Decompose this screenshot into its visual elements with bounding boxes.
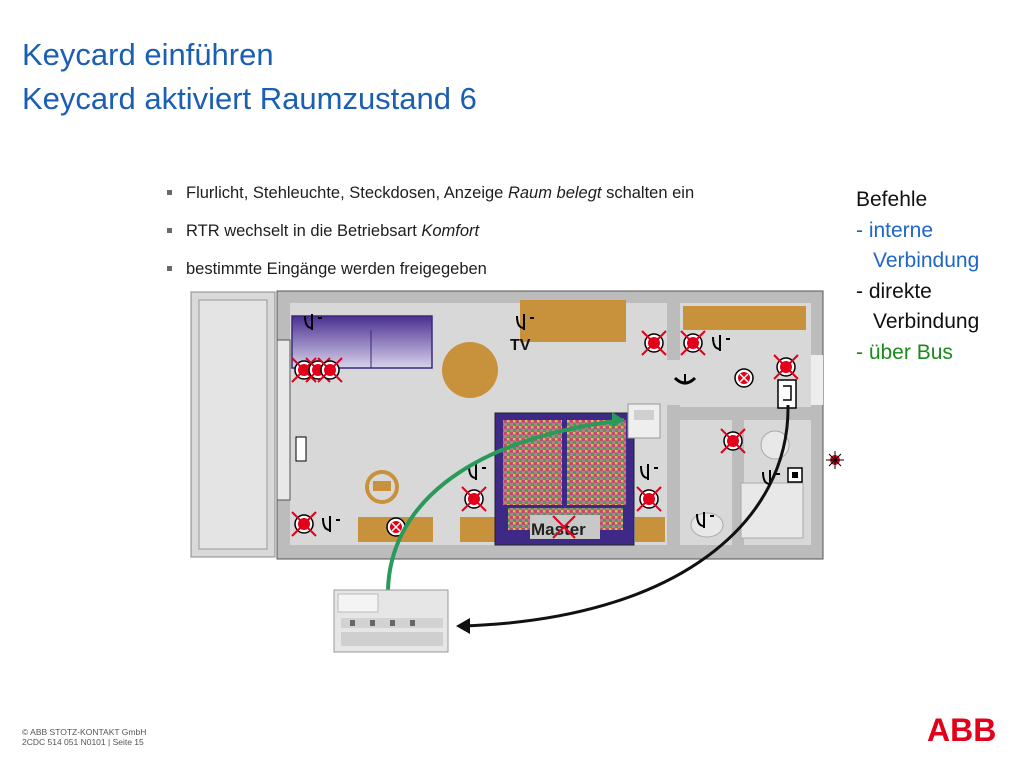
room-thermostat <box>627 403 661 439</box>
bed-blanket-right <box>567 420 626 505</box>
bullet-square-icon <box>167 266 172 271</box>
lamp-icon <box>291 511 317 537</box>
bus-arrowhead <box>612 412 624 428</box>
entrance-door <box>811 355 823 405</box>
window <box>276 339 291 501</box>
tv-cabinet <box>520 300 626 342</box>
direct-arrowhead <box>456 618 470 634</box>
legend-heading: Befehle <box>856 188 928 211</box>
balcony-floor <box>198 299 268 550</box>
thermostat-display <box>634 410 654 420</box>
tv-label: TV <box>510 337 531 354</box>
page-subtitle: Keycard aktiviert Raumzustand 6 <box>22 81 477 116</box>
shower-tray <box>740 482 804 539</box>
lamp-icon <box>680 330 706 356</box>
bathroom-switch-dot <box>792 472 798 478</box>
footer-document-id: 2CDC 514 051 N0101 | Seite 15 <box>22 737 144 747</box>
bus-connection-arrow <box>386 418 625 591</box>
lamp-icon <box>461 486 487 512</box>
door-opening <box>667 360 680 405</box>
toilet <box>690 512 724 538</box>
legend-direct-cont: Verbindung <box>873 310 980 333</box>
switch-actuator-device <box>333 589 449 653</box>
bullet-list: Flurlicht, Stehleuchte, Steckdosen, Anze… <box>164 178 694 292</box>
keycard-switch-icon <box>777 379 797 409</box>
master-cross <box>552 515 576 539</box>
direct-connection-arrow <box>459 404 790 628</box>
ceiling-light-icon <box>673 374 697 385</box>
keycard-slot <box>783 385 792 401</box>
legend-direct: - direkte <box>856 279 932 303</box>
round-table <box>442 342 498 398</box>
lamp-icon <box>641 330 667 356</box>
wall-switch-icon <box>295 436 307 462</box>
lamp-icon <box>636 486 662 512</box>
legend-bus: - über Bus <box>856 340 953 364</box>
entrance-light-icon <box>826 451 844 469</box>
bullet-square-icon <box>167 190 172 195</box>
command-legend: Befehle - interne Verbindung - direkte V… <box>856 185 979 368</box>
bullet-item: Flurlicht, Stehleuchte, Steckdosen, Anze… <box>164 178 694 216</box>
abb-logo-text: ABB <box>927 714 996 744</box>
wardrobe <box>683 306 806 330</box>
footer: © ABB STOTZ-KONTAKT GmbH 2CDC 514 051 N0… <box>22 727 146 747</box>
bullet-item: RTR wechselt in die Betriebsart Komfort <box>164 216 694 254</box>
bullet-square-icon <box>167 228 172 233</box>
lamp-icon <box>720 428 746 454</box>
lamp-icon <box>317 357 343 383</box>
hallway-lamp-icon <box>734 368 754 388</box>
floor-lamp-icon <box>365 470 399 504</box>
legend-internal-cont: Verbindung <box>873 249 980 272</box>
nightstand-right <box>635 517 665 542</box>
legend-internal: - interne <box>856 218 934 242</box>
lamp-icon <box>773 354 799 380</box>
page-title: Keycard einführen <box>22 37 274 72</box>
nightstand-left <box>460 517 495 542</box>
footer-copyright: © ABB STOTZ-KONTAKT GmbH <box>22 727 147 737</box>
abb-logo: ABB <box>927 714 996 744</box>
bullet-item: bestimmte Eingänge werden freigegeben <box>164 254 694 292</box>
